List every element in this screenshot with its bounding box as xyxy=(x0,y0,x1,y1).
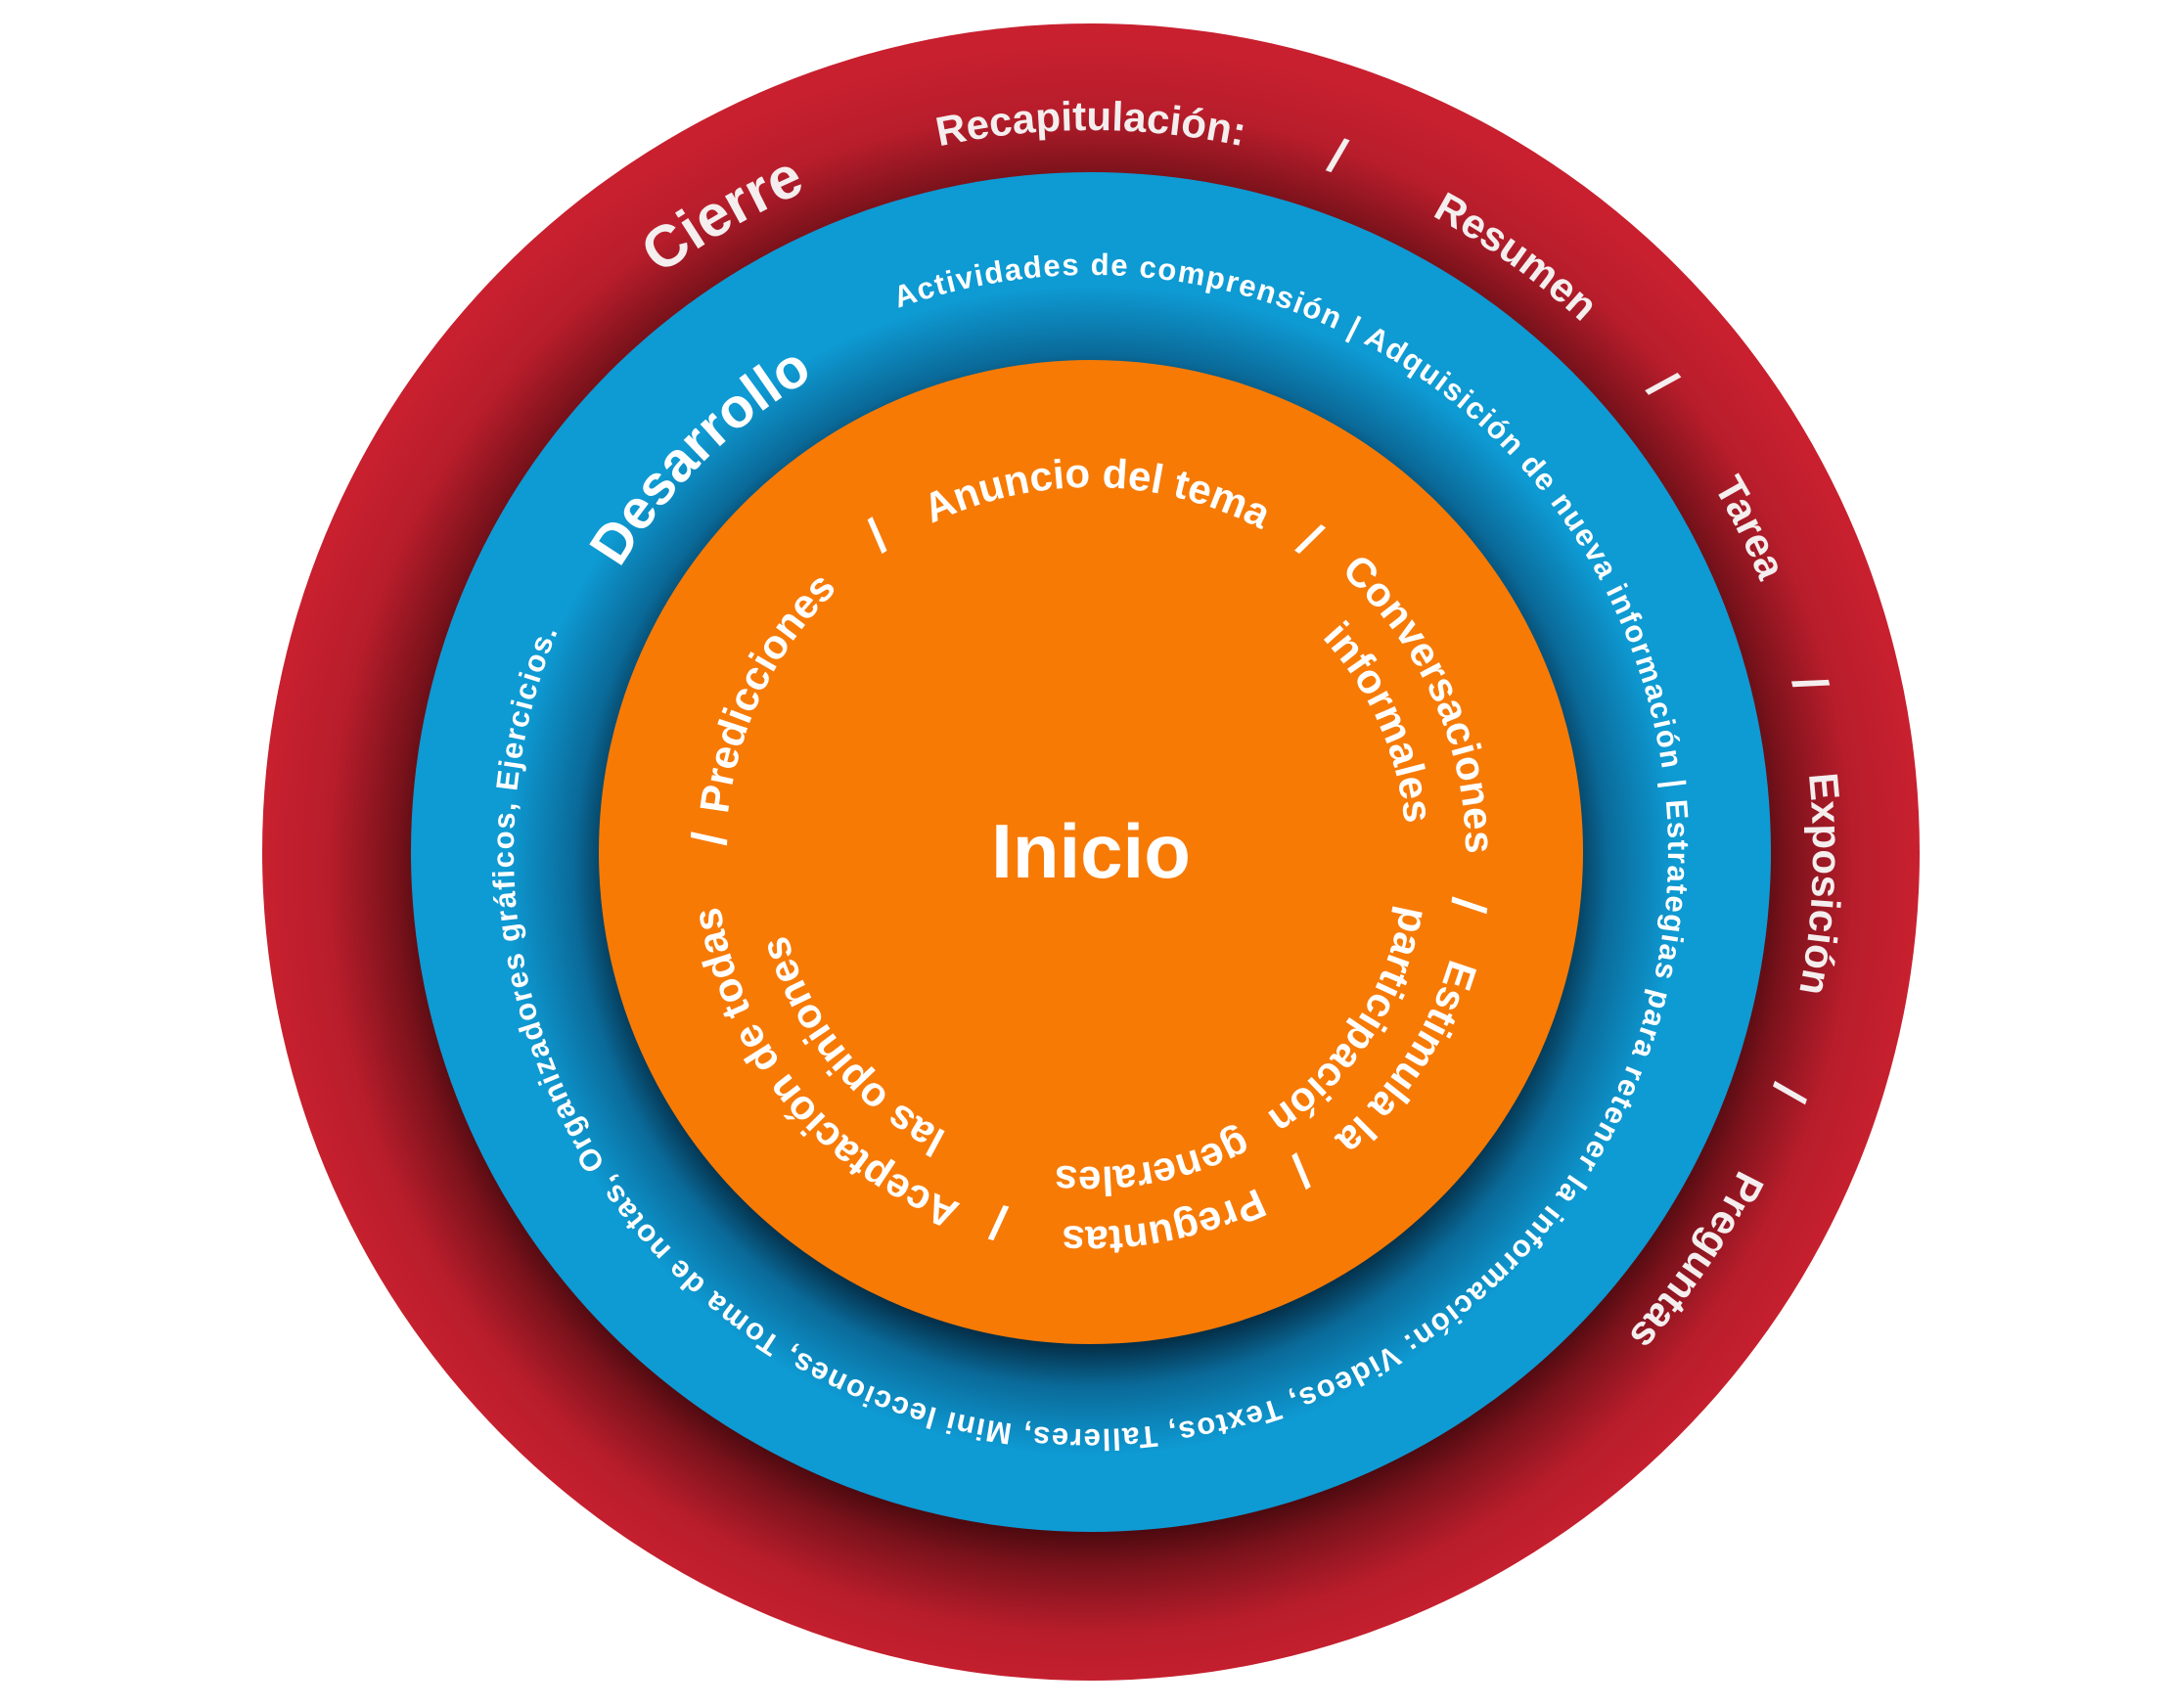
inner-circle-inicio xyxy=(599,360,1583,1344)
separator-text: / xyxy=(682,831,737,846)
separator: / xyxy=(682,831,737,846)
center-title: Inicio xyxy=(991,808,1191,894)
